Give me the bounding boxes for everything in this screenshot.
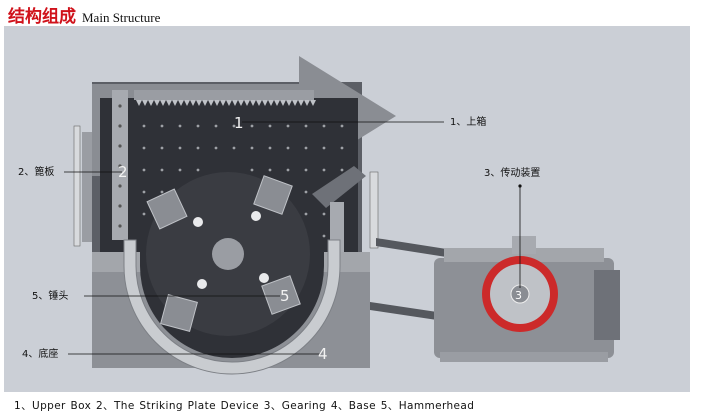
- callout-label-4: 4、底座: [22, 347, 58, 360]
- hammer-crusher-diagram: 1、上箱 2、篦板 3、传动装置 4、底座 5、锤头 1 2 3 4 5: [18, 56, 620, 375]
- callout-label-3: 3、传动装置: [484, 166, 540, 179]
- motor-mount: [512, 236, 536, 254]
- marker-1: 1: [234, 114, 244, 132]
- motor-top: [444, 248, 604, 262]
- leader-dot: [518, 184, 522, 188]
- right-bracket: [369, 171, 379, 249]
- rotor-shaft: [212, 238, 244, 270]
- hammerheads: [146, 175, 301, 332]
- motor-end-cap: [594, 270, 620, 340]
- marker-5: 5: [280, 287, 290, 305]
- callout-label-1: 1、上箱: [450, 115, 486, 128]
- left-flange: [82, 132, 92, 242]
- grate-liner: [123, 239, 341, 375]
- discharge-chute: [312, 166, 366, 208]
- caption: 1、Upper Box 2、The Striking Plate Device …: [14, 400, 475, 412]
- callout-label-2: 2、篦板: [18, 165, 54, 178]
- leader-lines: [64, 121, 521, 355]
- marker-4: 4: [318, 345, 328, 363]
- plate-bolts: [118, 104, 122, 228]
- marker-2: 2: [118, 163, 128, 181]
- page-title: 结构组成 Main Structure: [8, 2, 161, 27]
- chamber-holes: [142, 124, 344, 238]
- liner-strip: [134, 90, 314, 100]
- marker-3: 3: [515, 289, 522, 302]
- callout-label-5: 5、锤头: [32, 289, 68, 302]
- title-english: Main Structure: [82, 10, 161, 25]
- rotor-pins: [193, 211, 269, 289]
- motor-base: [440, 352, 608, 362]
- liner-teeth: [136, 100, 316, 106]
- left-bracket: [73, 125, 81, 247]
- title-chinese: 结构组成: [8, 7, 76, 27]
